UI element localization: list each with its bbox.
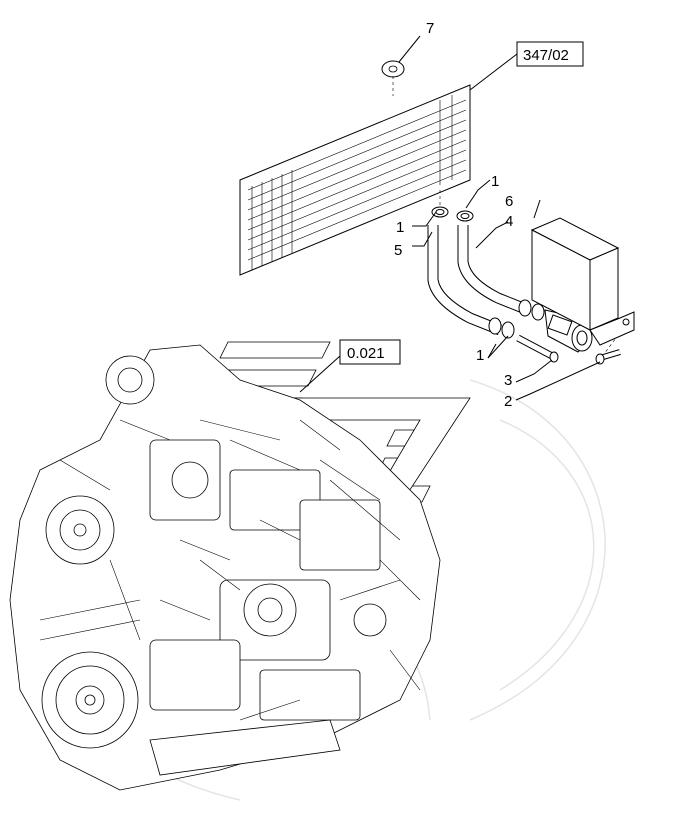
ref-box-radiator <box>516 41 584 67</box>
hose-4 <box>457 225 531 316</box>
callout-5: 5 <box>394 242 402 259</box>
ref-radiator-group: 347/02 <box>523 47 569 64</box>
bolt-3 <box>516 334 559 363</box>
hose-clamp <box>431 206 545 339</box>
engine-detail-lines <box>39 419 421 721</box>
callout-4: 4 <box>505 213 513 230</box>
cover-6 <box>530 217 635 346</box>
callout-1-left: 1 <box>396 219 404 236</box>
engine-assembly <box>9 344 441 791</box>
ref-box-engine <box>339 339 401 365</box>
callout-6: 6 <box>505 193 513 210</box>
callout-1-top: 1 <box>491 173 499 190</box>
callout-3: 3 <box>504 372 512 389</box>
washer-7 <box>381 60 405 78</box>
callout-7: 7 <box>426 20 434 37</box>
ref-engine-group: 0.021 <box>347 345 385 362</box>
callout-2: 2 <box>504 393 512 410</box>
bolt-2 <box>595 349 621 365</box>
radiator-core <box>239 84 471 276</box>
callout-1-lower: 1 <box>476 347 484 364</box>
hose-5 <box>427 225 503 336</box>
